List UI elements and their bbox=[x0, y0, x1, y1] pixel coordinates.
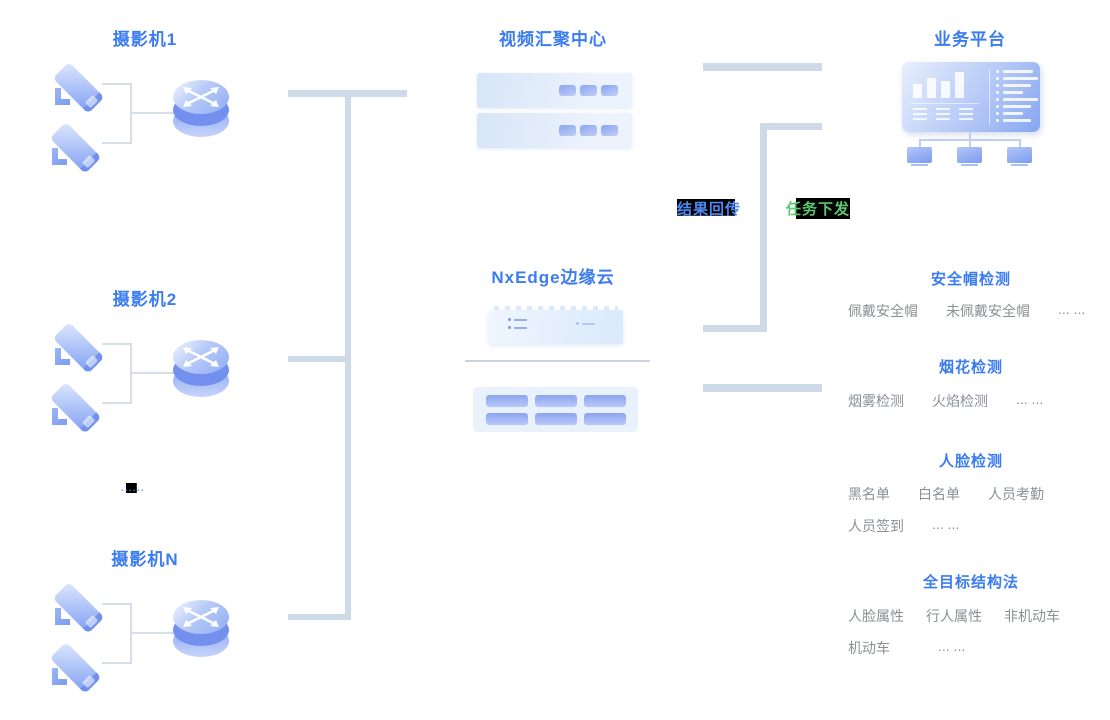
edge-device-icon bbox=[488, 306, 623, 344]
detect-item: 佩戴安全帽 bbox=[848, 303, 918, 319]
dashboard-list bbox=[996, 70, 1038, 126]
section-title-helmet: 安全帽检测 bbox=[930, 271, 1011, 288]
detect-item: 人脸属性 bbox=[848, 608, 904, 624]
video-hub-title: 视频汇聚中心 bbox=[499, 30, 607, 49]
detect-item: ... ... bbox=[1016, 391, 1044, 407]
section-title-fireworks: 烟花检测 bbox=[938, 359, 1003, 376]
detect-item: 火焰检测 bbox=[932, 393, 988, 409]
detect-item: ... ... bbox=[1058, 301, 1086, 317]
detect-item: 人员签到 bbox=[848, 518, 904, 534]
platform-tree-line bbox=[1019, 139, 1021, 148]
detect-item: 未佩戴安全帽 bbox=[946, 303, 1030, 319]
camera-icon bbox=[52, 580, 117, 638]
edge-to-platform-line bbox=[703, 384, 822, 392]
camera-router-line bbox=[130, 372, 175, 374]
detect-item: 白名单 bbox=[918, 486, 960, 502]
camera-link-line bbox=[102, 603, 132, 605]
platform-tree-line bbox=[969, 132, 971, 140]
edge-cloud-title: NxEdge边缘云 bbox=[491, 268, 615, 287]
camera-link-line bbox=[102, 343, 132, 345]
bus-line-bottom bbox=[288, 614, 350, 620]
camera-group-title: 摄影机2 bbox=[112, 290, 178, 309]
section-items: 黑名单 白名单 人员考勤 bbox=[840, 484, 1044, 504]
camera-link-line bbox=[102, 142, 132, 144]
monitor-icon bbox=[957, 147, 982, 166]
monitor-icon bbox=[907, 147, 932, 166]
platform-title: 业务平台 bbox=[934, 30, 1006, 49]
detect-item: 行人属性 bbox=[926, 608, 982, 624]
router-icon bbox=[173, 80, 229, 138]
camera-router-line bbox=[130, 112, 175, 114]
edge-divider-line bbox=[465, 360, 650, 362]
platform-tree-line bbox=[969, 139, 971, 148]
compute-modules-icon bbox=[473, 387, 638, 432]
camera-icon bbox=[49, 120, 114, 178]
camera-icon bbox=[49, 380, 114, 438]
detect-item: 机动车 bbox=[848, 640, 890, 656]
detect-item: 非机动车 bbox=[1004, 608, 1060, 624]
detect-item: ... ... bbox=[932, 516, 960, 532]
server-icon bbox=[477, 73, 632, 108]
section-items: 佩戴安全帽 未佩戴安全帽 ... ... bbox=[840, 301, 1085, 321]
dashboard-bars bbox=[913, 71, 975, 98]
camera-group-1: 摄影机1 bbox=[30, 18, 260, 188]
camera-group-title: 摄影机N bbox=[111, 550, 179, 569]
hub-to-platform-line bbox=[703, 63, 822, 71]
z-connector-vertical bbox=[760, 123, 767, 332]
camera-link-line bbox=[102, 83, 132, 85]
detect-item: 黑名单 bbox=[848, 486, 890, 502]
platform-tree-line bbox=[919, 139, 921, 148]
section-items: 烟雾检测 火焰检测 ... ... bbox=[840, 391, 1043, 411]
router-icon bbox=[173, 600, 229, 658]
router-icon bbox=[173, 340, 229, 398]
camera-icon bbox=[52, 320, 117, 378]
detect-item: 人员考勤 bbox=[988, 486, 1044, 502]
detect-item: 烟雾检测 bbox=[848, 393, 904, 409]
monitor-icon bbox=[1007, 147, 1032, 166]
bus-line-vertical bbox=[345, 90, 351, 620]
camera-router-line bbox=[130, 632, 175, 634]
bus-line-middle bbox=[288, 356, 345, 362]
section-title-face: 人脸检测 bbox=[938, 453, 1003, 470]
camera-link-line bbox=[102, 662, 132, 664]
section-items: 机动车 ... ... bbox=[840, 638, 965, 658]
camera-icon bbox=[52, 60, 117, 118]
z-connector-top bbox=[760, 123, 822, 130]
detect-item: ... ... bbox=[938, 638, 966, 654]
camera-group-n: 摄影机N bbox=[30, 538, 260, 708]
camera-icon bbox=[49, 640, 114, 698]
task-dispatch-label: 任务下发 bbox=[786, 198, 851, 219]
camera-group-title: 摄影机1 bbox=[112, 30, 178, 49]
z-connector-bottom bbox=[703, 325, 767, 332]
groups-ellipsis: ...... bbox=[121, 483, 146, 493]
camera-link-line bbox=[102, 402, 132, 404]
result-return-label: 结果回传 bbox=[677, 198, 742, 219]
camera-group-2: 摄影机2 bbox=[30, 278, 260, 448]
section-items: 人脸属性 行人属性 非机动车 bbox=[840, 606, 1060, 626]
server-icon bbox=[477, 113, 632, 148]
section-title-structuring: 全目标结构法 bbox=[922, 574, 1019, 591]
dashboard-icon bbox=[902, 62, 1040, 132]
section-items: 人员签到 ... ... bbox=[840, 516, 959, 536]
